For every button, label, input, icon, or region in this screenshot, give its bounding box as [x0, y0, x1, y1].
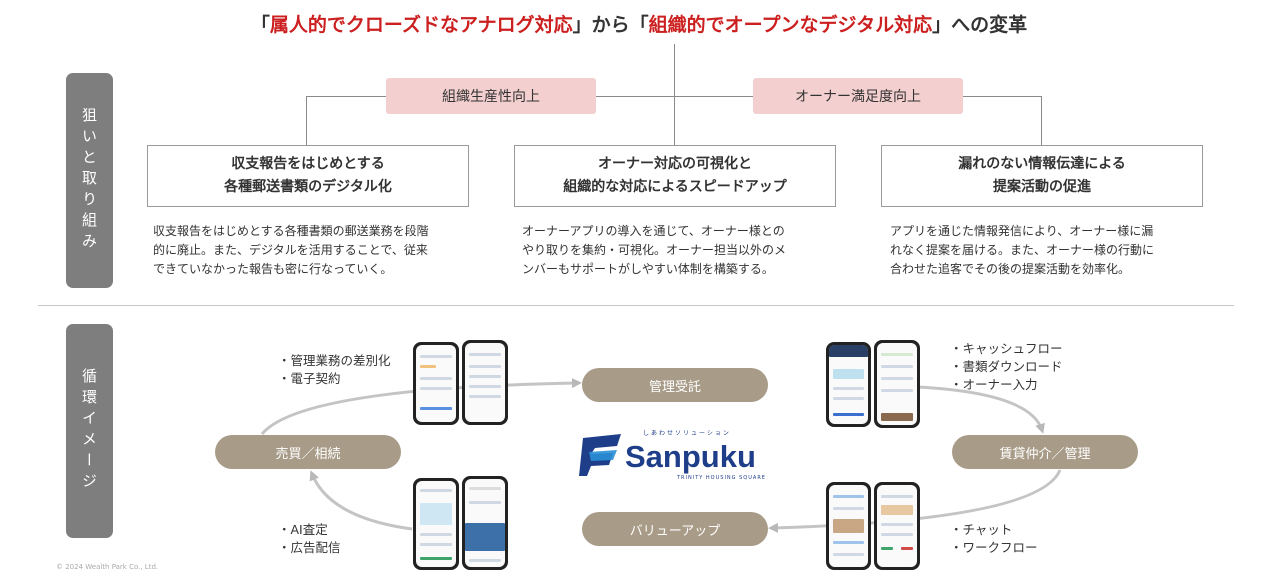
phone-mockup: [874, 482, 920, 570]
initiative-title-line: 収支報告をはじめとする: [231, 156, 385, 172]
description-line: やり取りを集約・可視化。オーナー担当以外のメ: [522, 243, 787, 257]
feature-item: ・キャッシュフロー: [950, 341, 1063, 356]
connector-center-vertical: [674, 44, 675, 145]
stage-sales-inheritance: 売買／相続: [215, 435, 401, 469]
stage-label: 売買／相続: [275, 446, 341, 462]
connector-right-vertical: [1041, 96, 1042, 145]
logo-tagline-bottom: TRINITY HOUSING SQUARE: [677, 475, 766, 481]
description-line: できていなかった報告も密に行なっていく。: [153, 262, 393, 276]
initiative-description: 収支報告をはじめとする各種書類の郵送業務を段階 的に廃止。また、デジタルを活用す…: [153, 222, 473, 279]
initiative-title-line: 提案活動の促進: [993, 179, 1091, 195]
feature-list-top-right: ・キャッシュフロー ・書類ダウンロード ・オーナー入力: [950, 340, 1063, 394]
feature-list-bottom-left: ・AI査定 ・広告配信: [278, 521, 341, 557]
initiative-box-digitalization: 収支報告をはじめとする 各種郵送書類のデジタル化: [147, 145, 469, 207]
logo-wordmark: Sanpuku: [625, 439, 756, 474]
description-line: アプリを通じた情報発信により、オーナー様に漏: [890, 224, 1154, 238]
initiative-box-information: 漏れのない情報伝達による 提案活動の促進: [881, 145, 1203, 207]
initiative-title-line: 組織的な対応によるスピードアップ: [563, 179, 787, 195]
title-part: 」への変革: [932, 14, 1028, 36]
stage-label: 管理受託: [648, 379, 701, 395]
stage-rental-management: 賃貸仲介／管理: [952, 435, 1138, 469]
phone-mockup: [826, 482, 871, 570]
initiative-title-line: 漏れのない情報伝達による: [958, 156, 1126, 172]
description-line: オーナーアプリの導入を通じて、オーナー様との: [522, 224, 785, 238]
stage-label: 賃貸仲介／管理: [999, 446, 1091, 462]
feature-item: ・AI査定: [278, 522, 328, 537]
feature-list-top-left: ・管理業務の差別化 ・電子契約: [278, 352, 391, 388]
phone-mockup: [826, 342, 871, 427]
goal-label: オーナー満足度向上: [795, 89, 921, 105]
title-part: 「: [250, 14, 270, 36]
feature-item: ・ワークフロー: [950, 540, 1038, 555]
feature-item: ・書類ダウンロード: [950, 359, 1063, 374]
description-line: れなく提案を届ける。また、オーナー様の行動に: [890, 243, 1155, 257]
arrow-bottom-to-left: [309, 470, 413, 531]
section-divider: [38, 305, 1234, 306]
feature-item: ・オーナー入力: [950, 377, 1038, 392]
logo-tagline-top: しあわせソリューション: [643, 430, 731, 437]
description-line: ンバーもサポートがしやすい体制を構築する。: [522, 262, 774, 276]
connector-left-vertical: [306, 96, 307, 145]
initiative-title-line: オーナー対応の可視化と: [598, 156, 752, 172]
goal-organizational-productivity: 組織生産性向上: [386, 78, 596, 114]
section-label-text: 狙いと取り組み: [80, 107, 98, 254]
goal-label: 組織生産性向上: [442, 89, 540, 105]
stage-label: バリューアップ: [629, 523, 721, 539]
company-logo: しあわせソリューション Sanpuku TRINITY HOUSING SQUA…: [577, 428, 777, 488]
section-label-cycle: 循環イメージ: [66, 324, 113, 538]
initiative-title-line: 各種郵送書類のデジタル化: [224, 179, 392, 195]
copyright-footer: © 2024 Wealth Park Co., Ltd.: [56, 563, 159, 571]
arrow-top-to-right: [917, 385, 1045, 434]
stage-management-contract: 管理受託: [582, 368, 768, 402]
description-line: 収支報告をはじめとする各種書類の郵送業務を段階: [153, 224, 429, 238]
initiative-description: オーナーアプリの導入を通じて、オーナー様との やり取りを集約・可視化。オーナー担…: [522, 222, 842, 279]
title-highlight-digital: 組織的でオープンなデジタル対応: [648, 14, 933, 36]
phone-mockup: [462, 340, 508, 425]
initiative-box-visualization: オーナー対応の可視化と 組織的な対応によるスピードアップ: [514, 145, 836, 207]
section-label-text: 循環イメージ: [80, 368, 98, 494]
page-title: 「属人的でクローズドなアナログ対応」から「組織的でオープンなデジタル対応」への変…: [0, 10, 1278, 37]
arrow-left-to-top: [260, 378, 582, 435]
connector-horizontal: [306, 96, 1042, 97]
initiative-description: アプリを通じた情報発信により、オーナー様に漏 れなく提案を届ける。また、オーナー…: [890, 222, 1210, 279]
feature-item: ・広告配信: [278, 540, 341, 555]
phone-mockup: [462, 476, 508, 570]
stage-value-up: バリューアップ: [582, 512, 768, 546]
phone-mockup: [413, 478, 459, 570]
phone-mockup: [874, 340, 920, 428]
feature-item: ・電子契約: [278, 371, 341, 386]
description-line: 合わせた追客でその後の提案活動を効率化。: [890, 262, 1131, 276]
goal-owner-satisfaction: オーナー満足度向上: [753, 78, 963, 114]
title-part: 」から「: [572, 14, 649, 36]
phone-mockup: [413, 342, 459, 425]
feature-item: ・チャット: [950, 522, 1013, 537]
title-highlight-analog: 属人的でクローズドなアナログ対応: [269, 14, 573, 36]
feature-list-bottom-right: ・チャット ・ワークフロー: [950, 521, 1038, 557]
description-line: 的に廃止。また、デジタルを活用することで、従来: [153, 243, 428, 257]
section-label-goals: 狙いと取り組み: [66, 73, 113, 288]
feature-item: ・管理業務の差別化: [278, 353, 391, 368]
logo-mark-icon: [579, 434, 621, 476]
